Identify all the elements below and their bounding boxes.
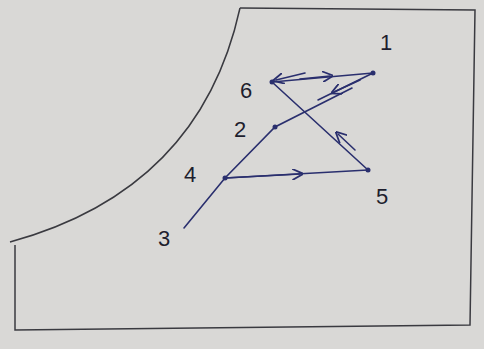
cycle	[184, 73, 373, 228]
point-label: 4	[184, 164, 196, 186]
point-label: 1	[380, 32, 392, 54]
point-label: 6	[240, 80, 252, 102]
process-line	[184, 88, 352, 228]
arrow	[338, 134, 355, 150]
state-points	[223, 71, 376, 181]
state-point	[223, 176, 228, 181]
process-line	[318, 73, 373, 100]
arrow	[225, 174, 300, 178]
frame	[10, 8, 475, 330]
arrow	[334, 80, 360, 92]
state-point	[371, 71, 376, 76]
state-point	[270, 80, 275, 85]
point-label: 3	[158, 228, 170, 250]
arrow	[300, 76, 330, 79]
point-label: 2	[234, 119, 246, 141]
state-point	[273, 125, 278, 130]
arrow	[276, 73, 305, 80]
saturation-curve	[10, 8, 240, 242]
state-point	[366, 168, 371, 173]
point-label: 5	[376, 186, 388, 208]
process-line	[225, 170, 368, 178]
process-line	[272, 82, 368, 170]
frame-border	[15, 8, 475, 330]
